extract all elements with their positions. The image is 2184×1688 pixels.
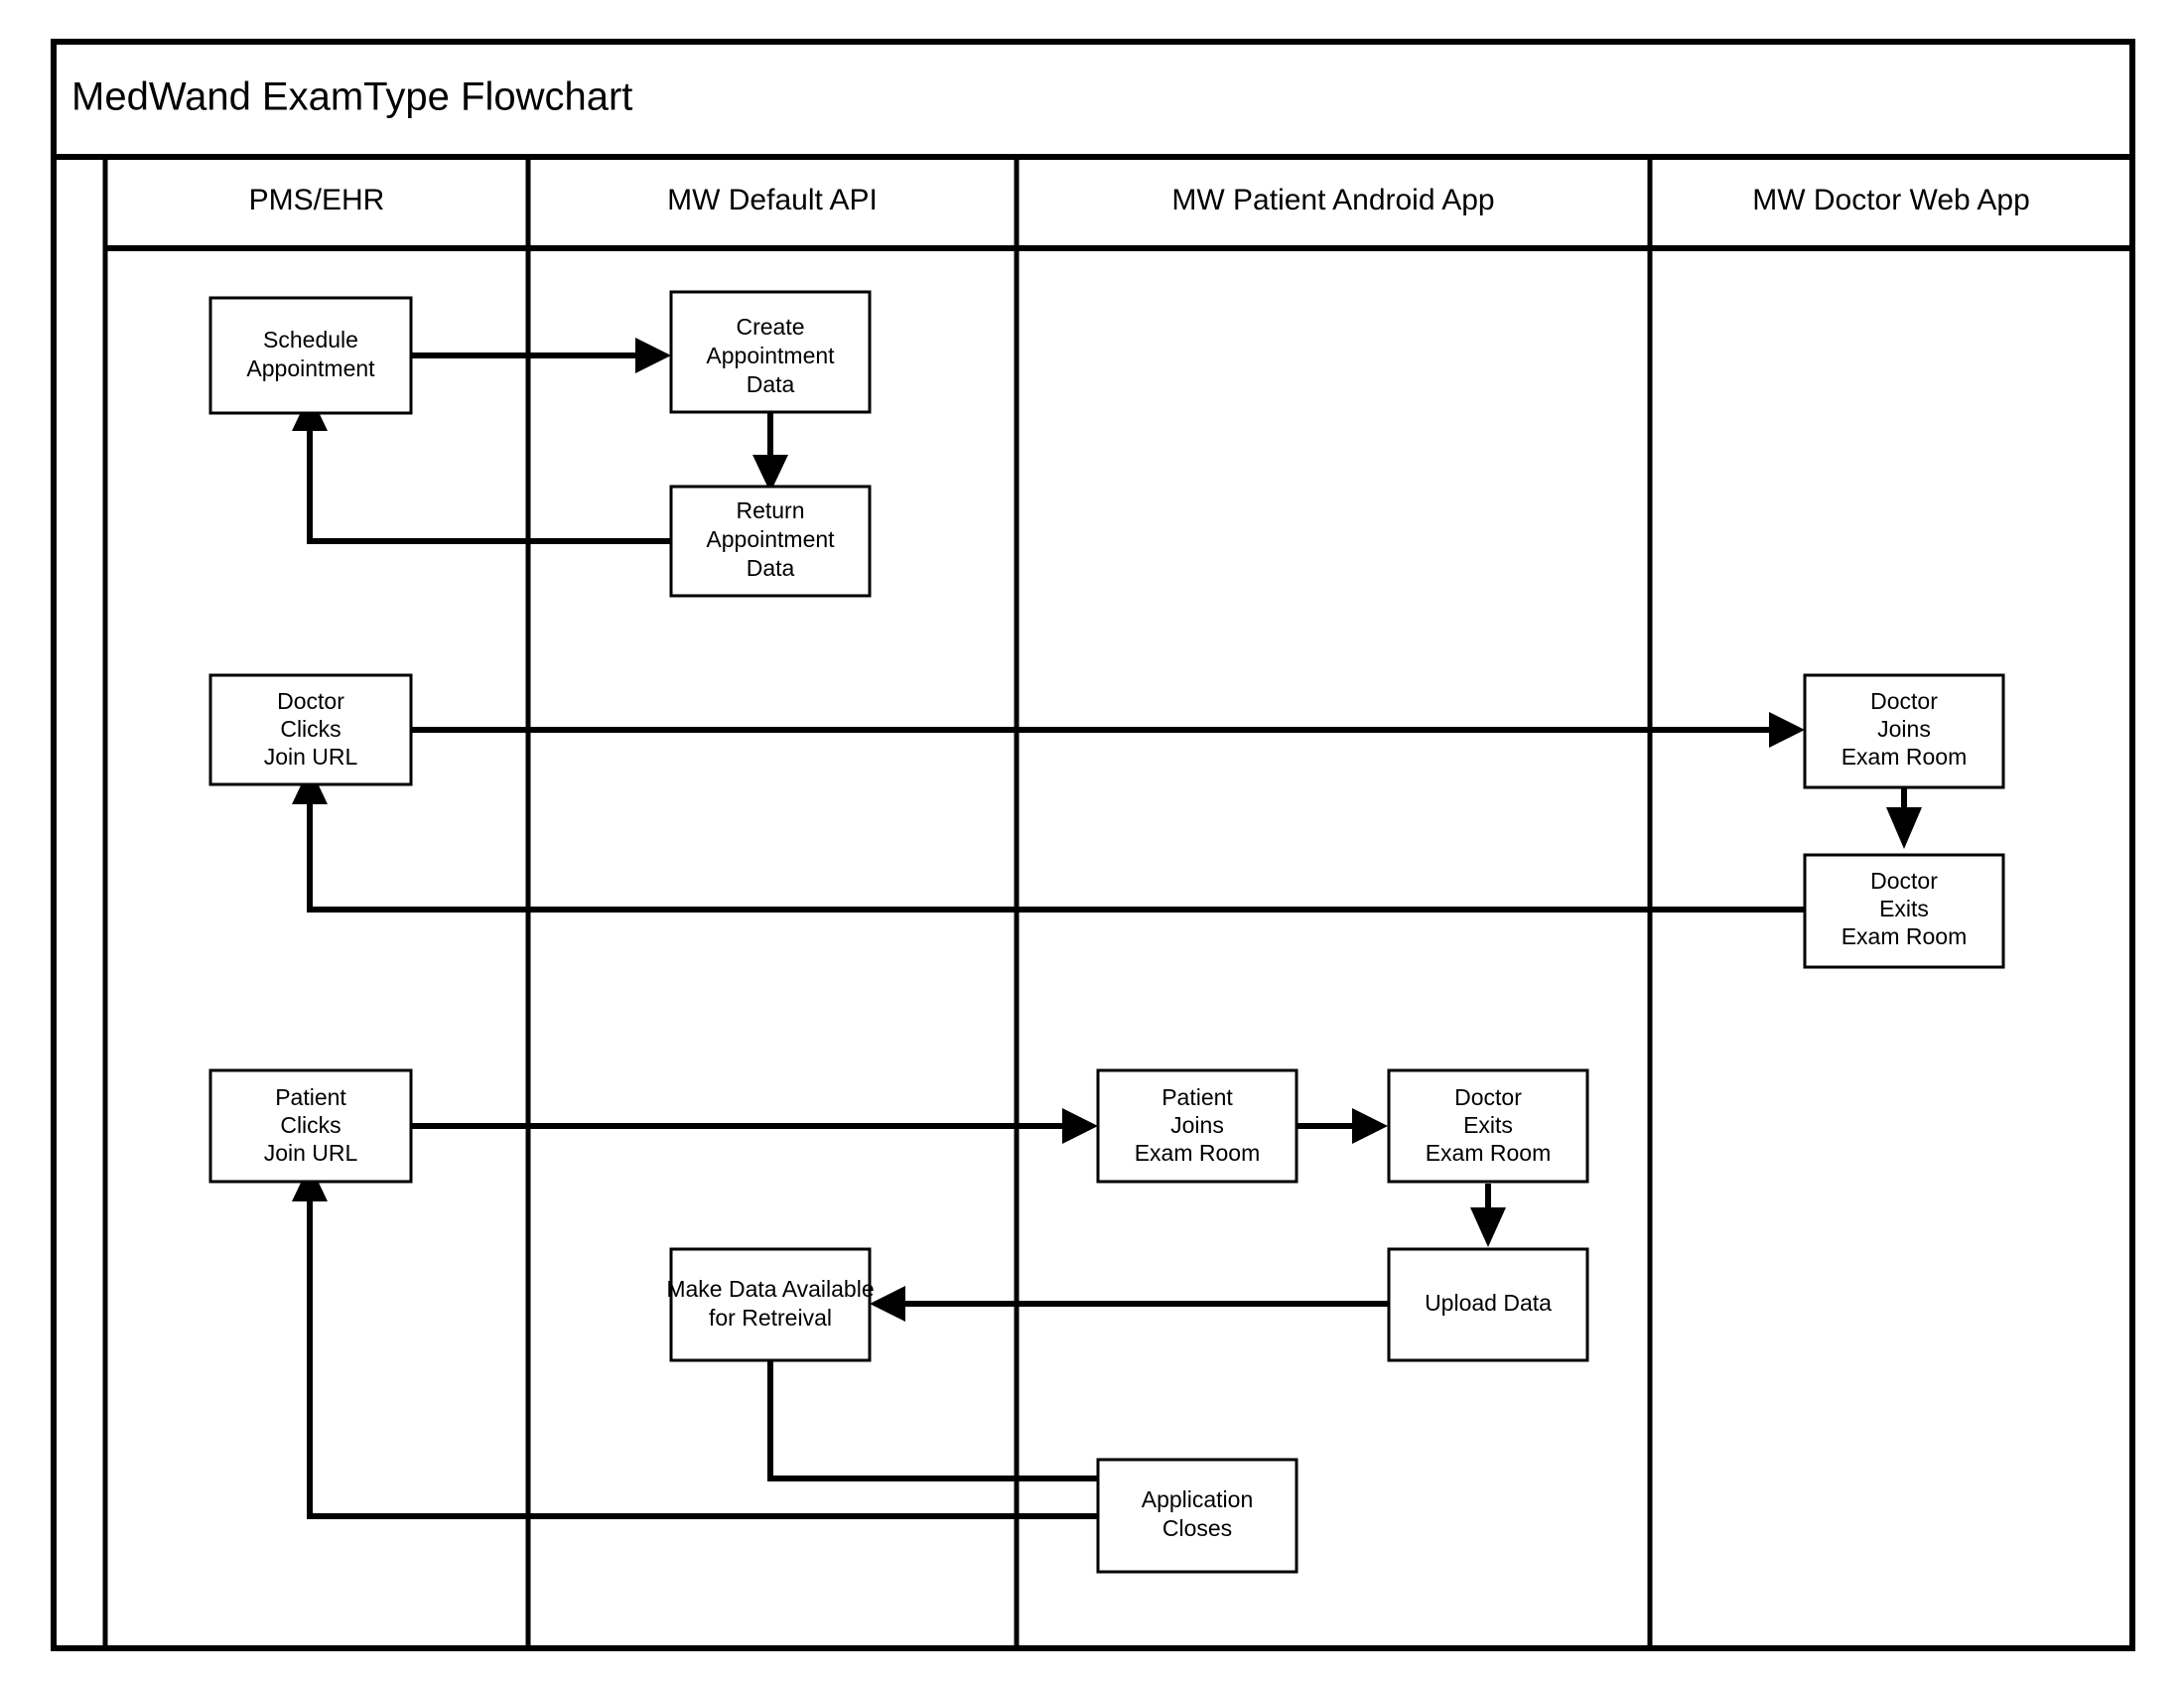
node-doctor-exits-exam-room-android[interactable]: Doctor Exits Exam Room bbox=[1387, 1068, 1589, 1184]
node-application-closes[interactable]: Application Closes bbox=[1096, 1458, 1298, 1574]
node-schedule-appointment-box[interactable] bbox=[208, 296, 413, 415]
node-schedule-appointment-line-1: Schedule bbox=[263, 327, 358, 352]
node-doctor-clicks-join-url-line-1: Doctor bbox=[277, 688, 344, 714]
node-create-appointment-data[interactable]: Create Appointment Data bbox=[669, 290, 872, 414]
node-make-data-available-box[interactable] bbox=[669, 1247, 872, 1362]
pool-frame bbox=[51, 39, 2135, 1651]
node-doctor-exits-exam-room-web-line-3: Exam Room bbox=[1842, 923, 1968, 949]
edge-upload-to-makedata-arrowhead bbox=[870, 1286, 905, 1322]
node-doctor-exits-exam-room-web-line-1: Doctor bbox=[1870, 868, 1938, 894]
node-schedule-appointment-line-2: Appointment bbox=[246, 355, 375, 381]
node-create-appointment-data-line-1: Create bbox=[736, 314, 804, 340]
node-return-appointment-data[interactable]: Return Appointment Data bbox=[669, 485, 872, 598]
node-return-appointment-data-line-1: Return bbox=[736, 497, 804, 523]
node-application-closes-line-2: Closes bbox=[1162, 1515, 1232, 1541]
edge-doctorexits-to-upload-arrowhead bbox=[1470, 1207, 1506, 1247]
node-doctor-joins-exam-room[interactable]: Doctor Joins Exam Room bbox=[1803, 673, 2005, 789]
node-doctor-exits-exam-room-android-line-3: Exam Room bbox=[1426, 1140, 1552, 1166]
node-application-closes-line-1: Application bbox=[1142, 1486, 1254, 1512]
node-upload-data-box[interactable] bbox=[1387, 1247, 1589, 1362]
node-return-appointment-data-box[interactable] bbox=[669, 485, 872, 598]
node-doctor-exits-exam-room-android-line-2: Exits bbox=[1463, 1112, 1513, 1138]
node-doctor-exits-exam-room-web-line-2: Exits bbox=[1879, 896, 1929, 921]
edge-doctorexits-to-doctorclick-line bbox=[307, 794, 1805, 913]
node-doctor-clicks-join-url-line-2: Clicks bbox=[280, 716, 341, 742]
page-title: MedWand ExamType Flowchart bbox=[71, 75, 632, 119]
node-application-closes-box[interactable] bbox=[1096, 1458, 1298, 1574]
lane-header-mw-doctor-web-app: MW Doctor Web App bbox=[1752, 184, 2030, 216]
node-doctor-joins-exam-room-line-3: Exam Room bbox=[1842, 744, 1968, 770]
node-patient-clicks-join-url[interactable]: Patient Clicks Join URL bbox=[208, 1068, 413, 1184]
node-doctor-clicks-join-url-box[interactable] bbox=[208, 673, 413, 786]
lane-header-mw-default-api: MW Default API bbox=[667, 184, 878, 216]
node-make-data-available[interactable]: Make Data Available for Retreival bbox=[666, 1247, 875, 1362]
node-doctor-joins-exam-room-line-1: Doctor bbox=[1870, 688, 1938, 714]
node-doctor-joins-exam-room-box[interactable] bbox=[1803, 673, 2005, 789]
node-patient-clicks-join-url-box[interactable] bbox=[208, 1068, 413, 1184]
edge-schedule-to-create-arrowhead bbox=[635, 338, 671, 373]
edge-create-to-return-arrowhead bbox=[752, 455, 788, 492]
node-patient-joins-exam-room-box[interactable] bbox=[1096, 1068, 1298, 1184]
node-make-data-available-line-2: for Retreival bbox=[709, 1305, 832, 1331]
node-doctor-exits-exam-room-android-line-1: Doctor bbox=[1454, 1084, 1522, 1110]
node-doctor-exits-exam-room-web-box[interactable] bbox=[1803, 853, 2005, 969]
node-create-appointment-data-box[interactable] bbox=[669, 290, 872, 414]
node-create-appointment-data-line-2: Appointment bbox=[706, 343, 835, 368]
node-patient-joins-exam-room-line-1: Patient bbox=[1161, 1084, 1233, 1110]
lane-header-mw-patient-android-app: MW Patient Android App bbox=[1171, 184, 1494, 216]
node-doctor-clicks-join-url-line-3: Join URL bbox=[264, 744, 358, 770]
node-doctor-clicks-join-url[interactable]: Doctor Clicks Join URL bbox=[208, 673, 413, 786]
node-upload-data-line-1: Upload Data bbox=[1425, 1290, 1552, 1316]
edge-doctorclick-to-doctorjoins-arrowhead bbox=[1769, 712, 1805, 748]
node-patient-joins-exam-room-line-2: Joins bbox=[1170, 1112, 1224, 1138]
node-patient-joins-exam-room-line-3: Exam Room bbox=[1135, 1140, 1261, 1166]
node-schedule-appointment[interactable]: Schedule Appointment bbox=[208, 296, 413, 415]
node-doctor-joins-exam-room-line-2: Joins bbox=[1877, 716, 1931, 742]
edge-appcloses-to-patientclick-line bbox=[307, 1192, 1098, 1519]
node-return-appointment-data-line-3: Data bbox=[747, 555, 795, 581]
edge-patientjoins-to-doctorexits-arrowhead bbox=[1352, 1108, 1388, 1144]
node-doctor-exits-exam-room-web[interactable]: Doctor Exits Exam Room bbox=[1803, 853, 2005, 969]
edge-patientclick-to-patientjoins-arrowhead bbox=[1062, 1108, 1098, 1144]
node-patient-clicks-join-url-line-3: Join URL bbox=[264, 1140, 358, 1166]
edge-doctorjoins-to-doctorexits-arrowhead bbox=[1886, 807, 1922, 849]
node-upload-data[interactable]: Upload Data bbox=[1387, 1247, 1589, 1362]
node-doctor-exits-exam-room-android-box[interactable] bbox=[1387, 1068, 1589, 1184]
node-create-appointment-data-line-3: Data bbox=[747, 371, 795, 397]
node-patient-clicks-join-url-line-2: Clicks bbox=[280, 1112, 341, 1138]
node-return-appointment-data-line-2: Appointment bbox=[706, 526, 835, 552]
node-make-data-available-line-1: Make Data Available bbox=[666, 1276, 874, 1302]
node-patient-joins-exam-room[interactable]: Patient Joins Exam Room bbox=[1096, 1068, 1298, 1184]
edge-return-to-schedule-line bbox=[307, 421, 671, 544]
lane-header-pms-ehr: PMS/EHR bbox=[249, 184, 385, 216]
node-patient-clicks-join-url-line-1: Patient bbox=[275, 1084, 346, 1110]
